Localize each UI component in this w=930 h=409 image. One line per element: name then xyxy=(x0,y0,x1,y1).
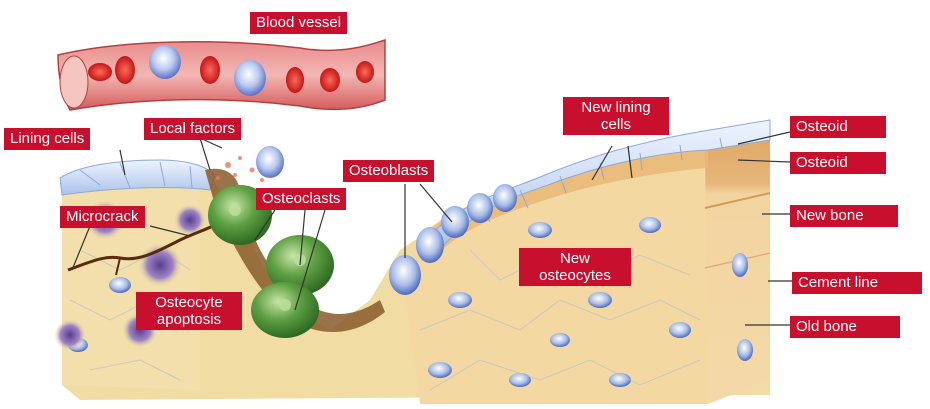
label-new-bone: New bone xyxy=(790,205,898,227)
label-new-osteocytes-line2: osteocytes xyxy=(525,267,625,284)
label-new-lining-cells: New lining cells xyxy=(563,97,669,135)
label-osteocyte-apoptosis: Osteocyte apoptosis xyxy=(136,292,242,330)
label-blood-vessel: Blood vessel xyxy=(250,12,347,34)
label-osteocyte-apoptosis-line2: apoptosis xyxy=(142,311,236,328)
label-lining-cells: Lining cells xyxy=(4,128,90,150)
label-old-bone: Old bone xyxy=(790,316,900,338)
label-osteocyte-apoptosis-line1: Osteocyte xyxy=(142,294,236,311)
label-osteoclasts: Osteoclasts xyxy=(256,188,346,210)
label-cement-line: Cement line xyxy=(792,272,922,294)
monocyte xyxy=(256,146,284,178)
label-microcrack: Microcrack xyxy=(60,206,145,228)
label-new-osteocytes: New osteocytes xyxy=(519,248,631,286)
label-osteoblasts: Osteoblasts xyxy=(343,160,434,182)
label-new-lining-cells-line1: New lining xyxy=(569,99,663,116)
label-osteoid-top: Osteoid xyxy=(790,116,886,138)
blood-vessel xyxy=(58,40,385,110)
label-new-osteocytes-line1: New xyxy=(525,250,625,267)
label-osteoid: Osteoid xyxy=(790,152,886,174)
label-local-factors: Local factors xyxy=(144,118,241,140)
label-new-lining-cells-line2: cells xyxy=(569,116,663,133)
